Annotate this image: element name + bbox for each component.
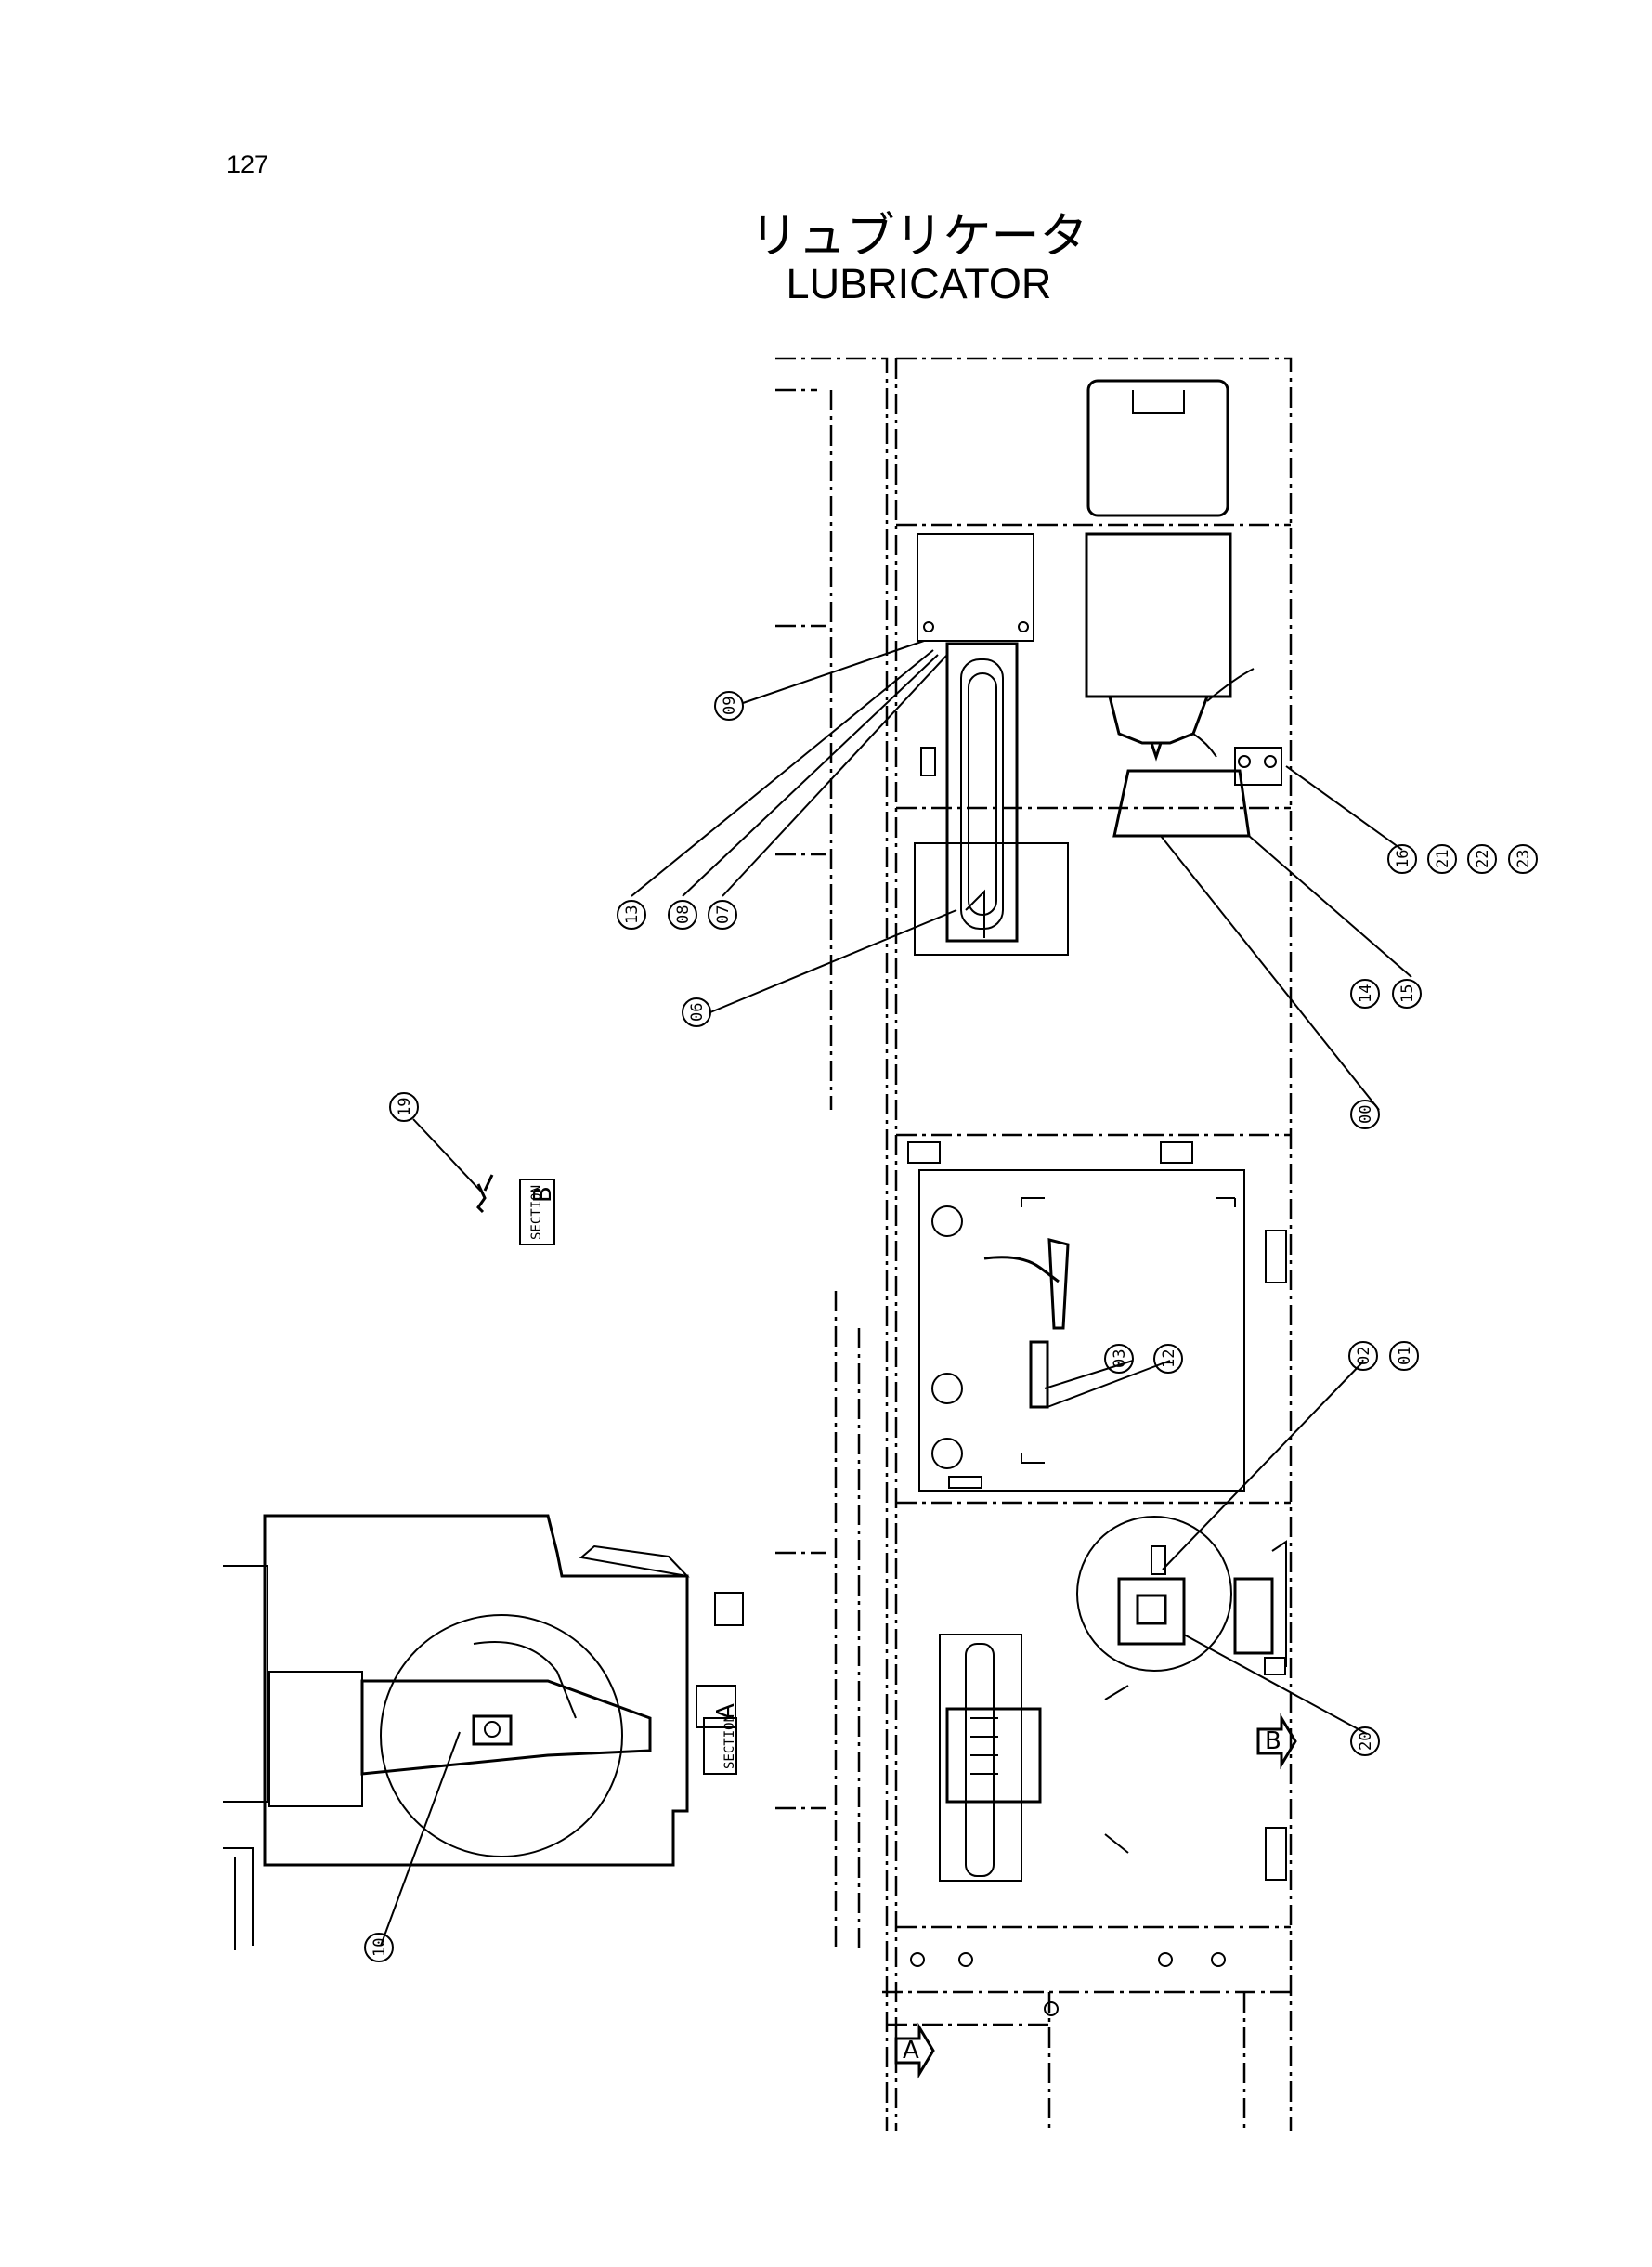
machine-outline — [775, 357, 1293, 2131]
callout-20: 20 — [1350, 1726, 1380, 1756]
title-english: LUBRICATOR — [786, 260, 1052, 307]
svg-text:01: 01 — [1396, 1347, 1414, 1365]
callout-02: 02 — [1348, 1341, 1378, 1371]
svg-text:19: 19 — [396, 1098, 414, 1116]
callouts: 09 13 08 07 06 16 21 22 — [364, 691, 1538, 1962]
svg-text:02: 02 — [1355, 1347, 1373, 1365]
svg-text:10: 10 — [371, 1938, 389, 1957]
upper-compartment — [914, 379, 1282, 956]
callout-15: 15 — [1392, 979, 1422, 1009]
callout-23: 23 — [1508, 844, 1538, 874]
svg-text:13: 13 — [623, 905, 642, 924]
callout-00: 00 — [1350, 1100, 1380, 1129]
svg-text:15: 15 — [1398, 984, 1417, 1003]
callout-16: 16 — [1387, 844, 1417, 874]
svg-text:21: 21 — [1434, 850, 1452, 868]
callout-10: 10 — [364, 1933, 394, 1962]
callout-21: 21 — [1427, 844, 1457, 874]
svg-text:09: 09 — [721, 697, 739, 715]
svg-text:06: 06 — [688, 1003, 707, 1022]
callout-06: 06 — [682, 997, 711, 1027]
svg-text:12: 12 — [1160, 1349, 1178, 1368]
callout-09: 09 — [714, 691, 744, 721]
middle-compartment — [907, 1141, 1287, 1492]
view-arrow-a-label: A — [903, 2037, 919, 2065]
callout-22: 22 — [1467, 844, 1497, 874]
lower-compartment: B A — [894, 1516, 1297, 2079]
callout-12: 12 — [1153, 1344, 1183, 1374]
svg-text:22: 22 — [1474, 850, 1492, 868]
svg-text:03: 03 — [1111, 1349, 1129, 1368]
section-b-text: SECTION — [529, 1185, 544, 1240]
callout-08: 08 — [668, 900, 697, 930]
svg-text:08: 08 — [674, 905, 693, 924]
callout-07: 07 — [708, 900, 737, 930]
section-b-view: SECTION B — [476, 1174, 557, 1245]
svg-text:16: 16 — [1394, 850, 1412, 868]
callout-14: 14 — [1350, 979, 1380, 1009]
title-japanese: リュブリケータ — [749, 209, 1088, 265]
section-b-letter: B — [529, 1186, 557, 1203]
svg-text:23: 23 — [1515, 850, 1533, 868]
leader-lines — [380, 640, 1412, 1947]
svg-text:14: 14 — [1357, 984, 1375, 1003]
view-arrow-b-label: B — [1265, 1727, 1281, 1755]
svg-text:20: 20 — [1357, 1732, 1375, 1751]
callout-19: 19 — [389, 1092, 419, 1122]
callout-03: 03 — [1104, 1344, 1134, 1374]
section-a-view — [223, 1514, 690, 1950]
callout-01: 01 — [1389, 1341, 1419, 1371]
section-a-letter: A — [712, 1703, 740, 1720]
section-a-label: SECTION A — [696, 1592, 744, 1775]
callout-13: 13 — [617, 900, 646, 930]
svg-text:07: 07 — [714, 905, 733, 924]
svg-text:00: 00 — [1357, 1105, 1375, 1124]
page-number: 127 — [227, 150, 269, 178]
